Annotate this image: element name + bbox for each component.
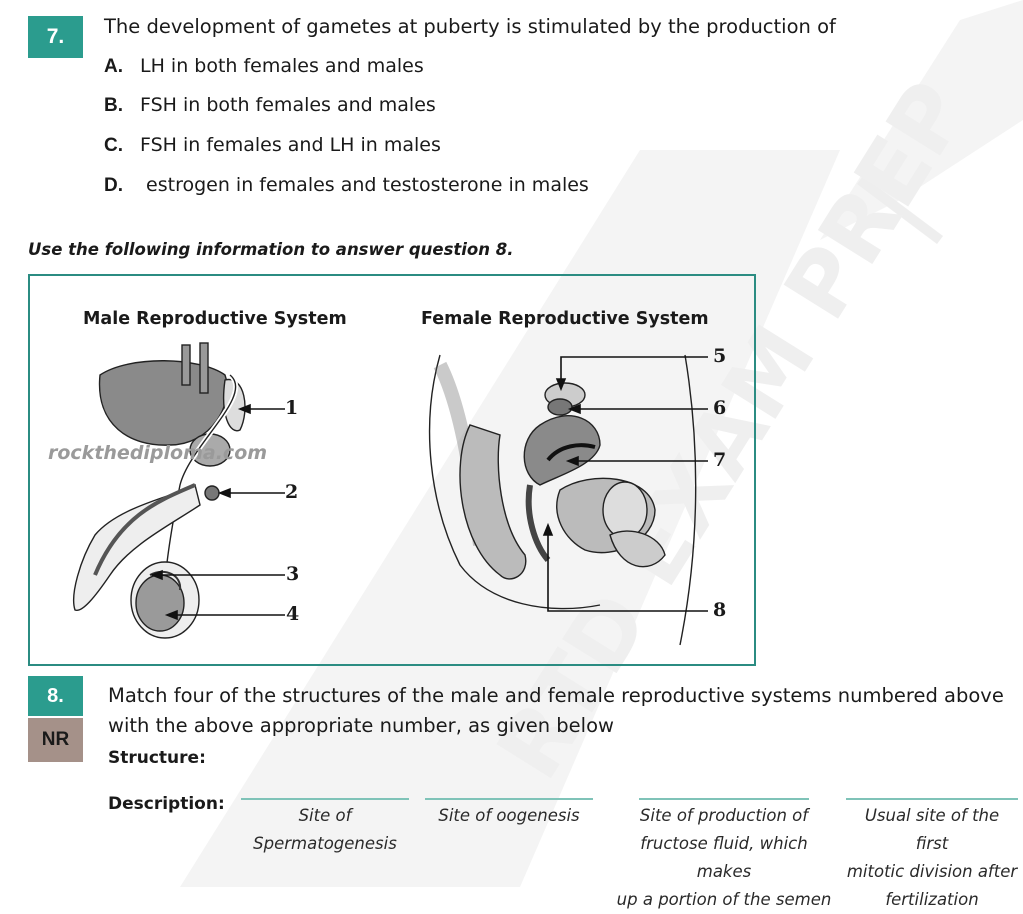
answer-line[interactable] bbox=[846, 798, 1018, 800]
label-5: 5 bbox=[713, 345, 727, 367]
figure-box bbox=[28, 274, 756, 666]
label-6: 6 bbox=[713, 397, 727, 419]
structure-label: Structure: bbox=[108, 748, 206, 768]
question-7-badge: 7. bbox=[28, 16, 83, 58]
label-2: 2 bbox=[285, 481, 299, 503]
label-3: 3 bbox=[286, 563, 300, 585]
female-system-title: Female Reproductive System bbox=[421, 309, 709, 329]
description-line: Spermatogenesis bbox=[253, 834, 397, 853]
option-letter: D. bbox=[104, 175, 123, 196]
option-text: estrogen in females and testosterone in … bbox=[140, 174, 589, 196]
description-line: up a portion of the semen bbox=[616, 890, 832, 909]
option-letter: A. bbox=[104, 56, 123, 77]
label-1: 1 bbox=[285, 397, 299, 419]
question-7-text: The development of gametes at puberty is… bbox=[104, 15, 836, 38]
source-watermark: rockthediploma.com bbox=[48, 442, 268, 464]
male-system-title: Male Reproductive System bbox=[83, 309, 347, 329]
option-text: FSH in both females and males bbox=[140, 94, 436, 116]
answer-line[interactable] bbox=[241, 798, 409, 800]
description-line: fertilization bbox=[885, 890, 979, 909]
description-label: Description: bbox=[108, 794, 225, 814]
answer-line[interactable] bbox=[639, 798, 809, 800]
label-7: 7 bbox=[713, 449, 727, 471]
description-line: mitotic division after bbox=[846, 862, 1018, 881]
question-8-badge: 8. bbox=[28, 676, 83, 716]
question-8-line-1: Match four of the structures of the male… bbox=[108, 684, 1004, 707]
answer-line[interactable] bbox=[425, 798, 593, 800]
question-8-line-2: with the above appropriate number, as gi… bbox=[108, 714, 614, 737]
info-intro: Use the following information to answer … bbox=[28, 240, 514, 259]
option-d[interactable]: D. estrogen in females and testosterone … bbox=[104, 173, 589, 198]
option-letter: B. bbox=[104, 95, 123, 116]
description-line: Usual site of the first bbox=[864, 806, 1000, 853]
numerical-response-badge: NR bbox=[28, 718, 83, 762]
description-fructose-fluid: Site of production of fructose fluid, wh… bbox=[611, 798, 837, 914]
description-line: Site of bbox=[298, 806, 352, 825]
option-text: LH in both females and males bbox=[140, 55, 424, 77]
option-text: FSH in females and LH in males bbox=[140, 134, 441, 156]
label-8: 8 bbox=[713, 599, 727, 621]
description-spermatogenesis: Site of Spermatogenesis bbox=[241, 798, 409, 858]
description-first-mitotic-division: Usual site of the first mitotic division… bbox=[846, 798, 1018, 914]
label-4: 4 bbox=[286, 603, 300, 625]
description-line: Site of oogenesis bbox=[438, 806, 580, 825]
description-oogenesis: Site of oogenesis bbox=[425, 798, 593, 830]
option-b[interactable]: B. FSH in both females and males bbox=[104, 93, 436, 118]
description-line: fructose fluid, which makes bbox=[640, 834, 808, 881]
option-c[interactable]: C. FSH in females and LH in males bbox=[104, 133, 441, 158]
option-a[interactable]: A. LH in both females and males bbox=[104, 54, 424, 79]
option-letter: C. bbox=[104, 135, 123, 156]
description-line: Site of production of bbox=[639, 806, 809, 825]
